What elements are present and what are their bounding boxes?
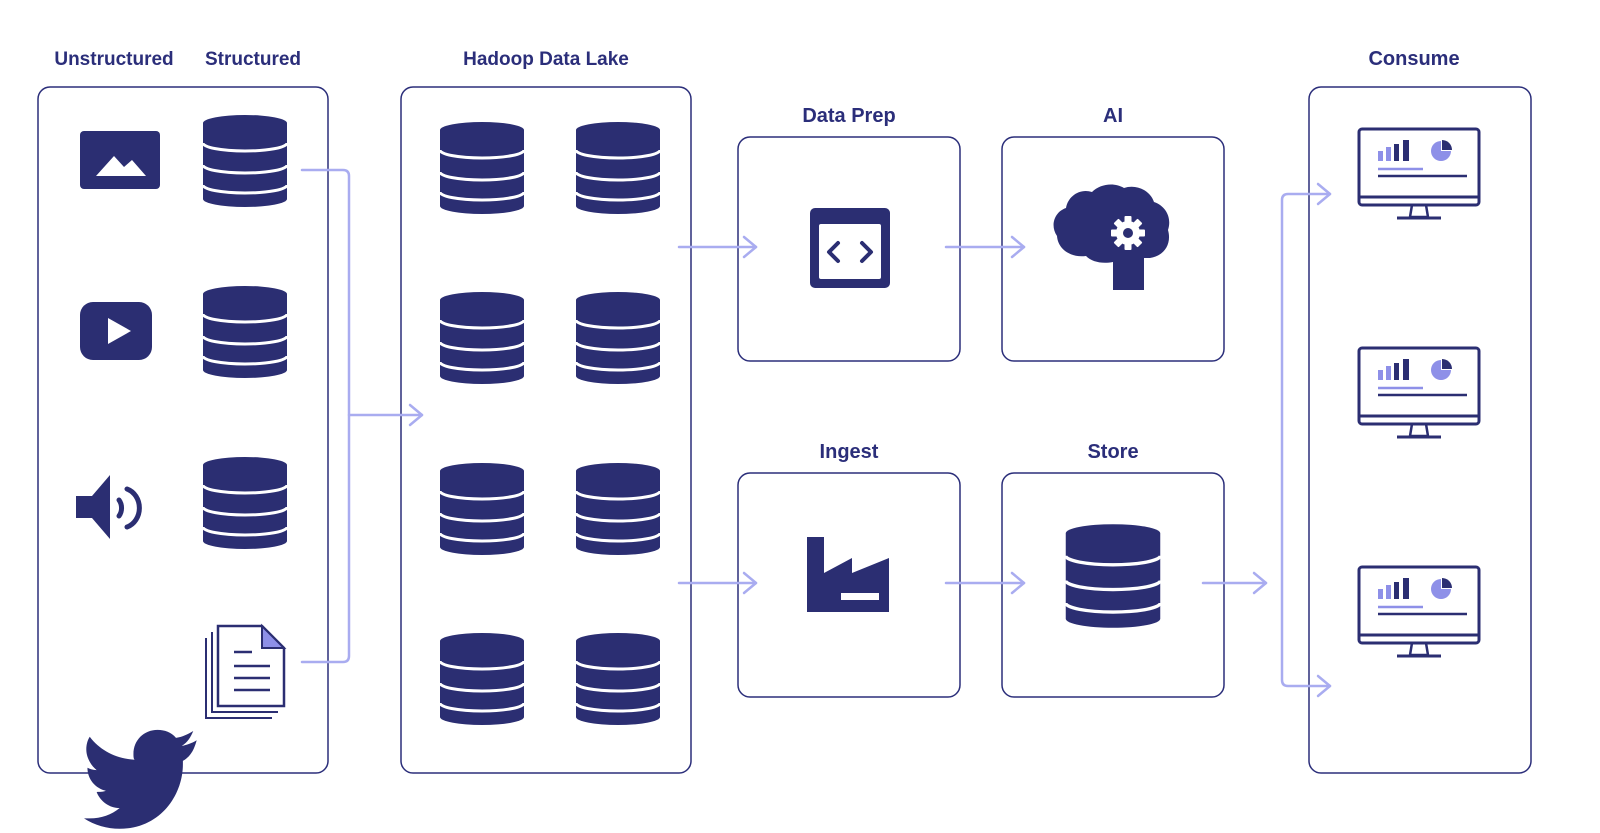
data-prep-box: [737, 136, 961, 362]
lake-db-icon-8: [574, 631, 662, 727]
image-icon: [80, 131, 160, 189]
video-play-icon: [80, 302, 152, 360]
ingest-box: [737, 472, 961, 698]
ingest-to-store-arrow: [944, 571, 1026, 595]
sources-panel: [37, 86, 329, 774]
unstructured-heading: Unstructured: [54, 49, 174, 70]
lake-db-icon-1: [438, 120, 526, 216]
speaker-audio-icon: [76, 475, 142, 539]
consume-panel: [1308, 86, 1532, 774]
factory-icon: [807, 537, 889, 612]
ai-heading: AI: [1103, 105, 1123, 127]
structured-db-icon-3: [201, 455, 289, 551]
lake-db-icon-5: [438, 461, 526, 557]
structured-db-icon-1: [201, 113, 289, 209]
structured-heading: Structured: [204, 49, 302, 70]
consume-branch-connector: [1280, 182, 1332, 698]
monitor-dashboard-icon-3: [1357, 565, 1481, 658]
data-prep-heading: Data Prep: [802, 105, 896, 127]
ingest-heading: Ingest: [819, 441, 879, 463]
data-lake-heading: Hadoop Data Lake: [463, 49, 629, 70]
store-box: [1001, 472, 1225, 698]
ai-box: [1001, 136, 1225, 362]
data-prep-to-ai-arrow: [944, 235, 1026, 259]
code-window-icon: [810, 208, 890, 288]
lake-to-data-prep-arrow: [677, 235, 758, 259]
store-heading: Store: [1087, 441, 1139, 463]
structured-db-icon-2: [201, 284, 289, 380]
lake-db-icon-7: [438, 631, 526, 727]
store-db-icon: [1064, 522, 1162, 630]
document-icon: [205, 623, 287, 719]
store-to-consume-arrow: [1201, 571, 1268, 595]
consume-heading: Consume: [1368, 48, 1460, 70]
lake-db-icon-2: [574, 120, 662, 216]
lake-db-icon-3: [438, 290, 526, 386]
lake-to-ingest-arrow: [677, 571, 758, 595]
data-lake-panel: [400, 86, 692, 774]
lake-db-icon-4: [574, 290, 662, 386]
monitor-dashboard-icon-2: [1357, 346, 1481, 439]
lake-db-icon-6: [574, 461, 662, 557]
brain-gear-icon: [1053, 184, 1170, 290]
twitter-bird-icon: [84, 729, 197, 829]
sources-to-lake-connector: [300, 168, 424, 664]
monitor-dashboard-icon-1: [1357, 127, 1481, 220]
